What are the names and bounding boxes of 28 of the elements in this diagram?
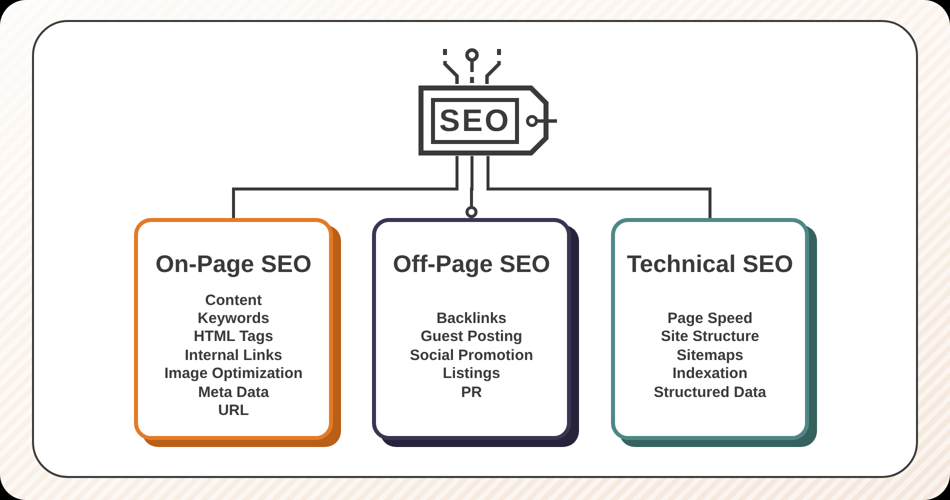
list-item: Guest Posting [420,328,522,347]
connector-line [232,156,458,218]
list-item: Content [205,292,262,310]
list-item: PR [461,384,482,402]
tag-label: SEO [438,102,512,140]
list-item: Indexation [672,365,748,384]
list-item: Image Optimization [164,365,303,384]
list-item: Meta Data [198,384,269,402]
category-card [611,218,817,447]
card-title: On-Page SEO [154,251,313,279]
list-item: Listings [442,365,500,384]
list-item: Social Promotion [410,346,534,366]
seo-tag [416,46,560,156]
connector-line [486,156,712,218]
list-item: Structured Data [654,384,766,402]
list-item: Sitemaps [676,346,744,366]
category-card [134,218,341,447]
list-item: URL [218,402,249,420]
connector-line [466,156,478,218]
list-item: Backlinks [436,310,507,328]
list-item: Keywords [198,310,270,328]
category-card [372,218,579,447]
card-title: Off-Page SEO [392,251,552,279]
list-item: Internal Links [184,346,282,366]
card-title: Technical SEO [626,251,794,279]
list-item: Page Speed [667,310,753,328]
list-item: HTML Tags [194,328,274,347]
list-item: Site Structure [660,328,760,347]
